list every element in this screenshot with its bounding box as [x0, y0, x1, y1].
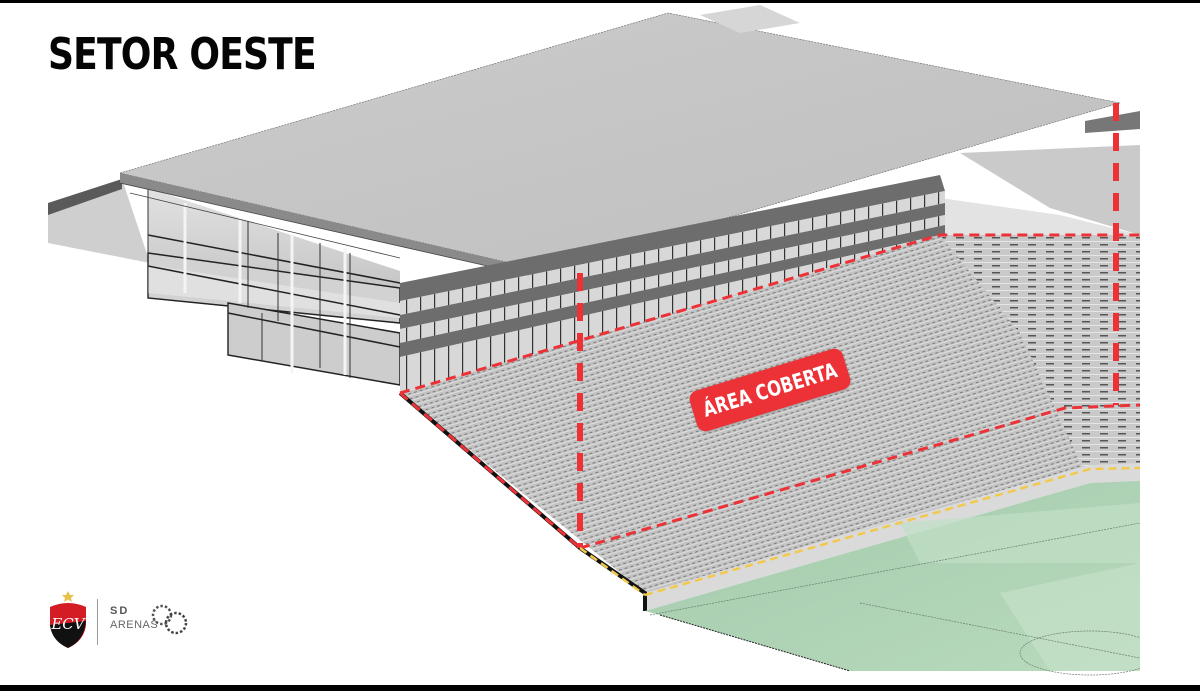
- stand-front-wall: [645, 463, 1140, 611]
- sd-arenas-logo: SD ARENAS: [110, 603, 194, 643]
- logo-divider: [97, 599, 98, 645]
- pitch-boundary-outline: [579, 466, 1141, 597]
- roof-truss: [120, 173, 545, 279]
- main-roof: [118, 12, 1121, 272]
- infinity-ring-icon: [151, 604, 188, 635]
- slide: SETOR OESTE ÁREA COBERTA ECV SD ARENAS: [0, 3, 1200, 685]
- stadium-render: [48, 3, 1200, 685]
- sd-text: SD: [110, 605, 130, 617]
- right-stand: [940, 235, 1140, 473]
- lower-stand: [400, 235, 1140, 593]
- page-title: SETOR OESTE: [48, 29, 317, 80]
- arenas-text: ARENAS: [110, 619, 159, 631]
- club-crest-icon: ECV: [50, 591, 87, 648]
- covered-area-outline: [399, 103, 1141, 550]
- logo-group: ECV SD ARENAS: [44, 591, 194, 651]
- right-roof: [960, 145, 1140, 235]
- svg-text:ECV: ECV: [50, 615, 86, 633]
